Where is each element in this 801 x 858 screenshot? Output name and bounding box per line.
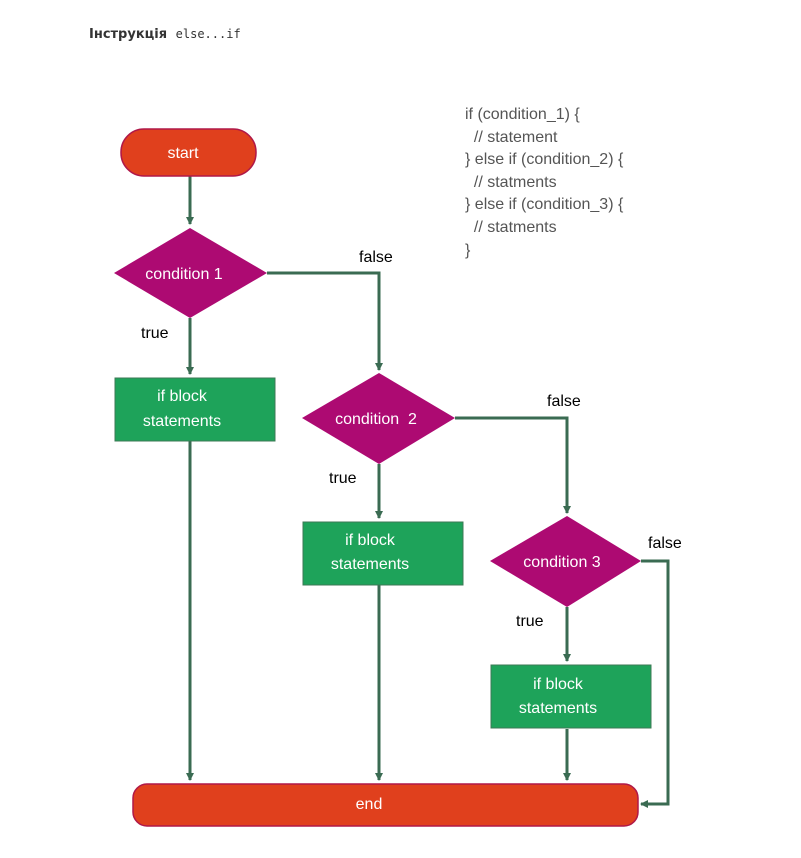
if-block-2-line-2: statements: [331, 556, 409, 573]
if-block-3: if block statements: [490, 664, 652, 729]
condition-2-true-label: true: [329, 470, 357, 487]
if-block-1-line-2: statements: [143, 413, 221, 430]
heading-label: Інструкція: [89, 27, 168, 42]
condition-1-true-label: true: [141, 325, 169, 342]
start-label: start: [167, 145, 199, 162]
arrow-condition-1-false: [267, 271, 383, 371]
condition-3-false-label: false: [648, 535, 682, 552]
code-line: // statement: [465, 128, 558, 146]
code-snippet: if (condition_1) { // statement } else i…: [465, 104, 623, 262]
condition-3-label: condition 3: [523, 554, 600, 571]
code-line: if (condition_1) {: [465, 106, 580, 123]
heading-code: else...if: [175, 27, 241, 41]
if-block-2: if block statements: [302, 521, 464, 586]
end-node: end: [132, 783, 639, 827]
if-block-3-line-2: statements: [519, 700, 597, 717]
code-line: // statments: [465, 218, 557, 236]
condition-2-label: condition 2: [335, 411, 417, 428]
if-block-1: if block statements: [114, 377, 276, 442]
code-line: // statments: [465, 173, 557, 191]
arrow-condition-3-false: [640, 559, 670, 808]
connectors: [186, 172, 670, 808]
section-heading: Інструкція else...if: [89, 27, 241, 42]
code-line: } else if (condition_2) {: [465, 151, 624, 169]
condition-3-true-label: true: [516, 613, 544, 630]
code-line: } else if (condition_3) {: [465, 196, 624, 214]
condition-3-node: condition 3: [490, 516, 641, 607]
condition-1-node: condition 1: [114, 228, 267, 318]
if-block-3-line-1: if block: [533, 676, 584, 693]
condition-1-label: condition 1: [145, 266, 222, 283]
if-block-2-line-1: if block: [345, 532, 396, 549]
start-node: start: [120, 128, 257, 177]
end-label: end: [356, 796, 383, 813]
arrow-condition-2-false: [455, 416, 571, 514]
condition-2-false-label: false: [547, 393, 581, 410]
code-line: }: [465, 241, 471, 259]
condition-1-false-label: false: [359, 249, 393, 266]
if-block-1-line-1: if block: [157, 388, 208, 405]
condition-2-node: condition 2: [302, 373, 455, 464]
